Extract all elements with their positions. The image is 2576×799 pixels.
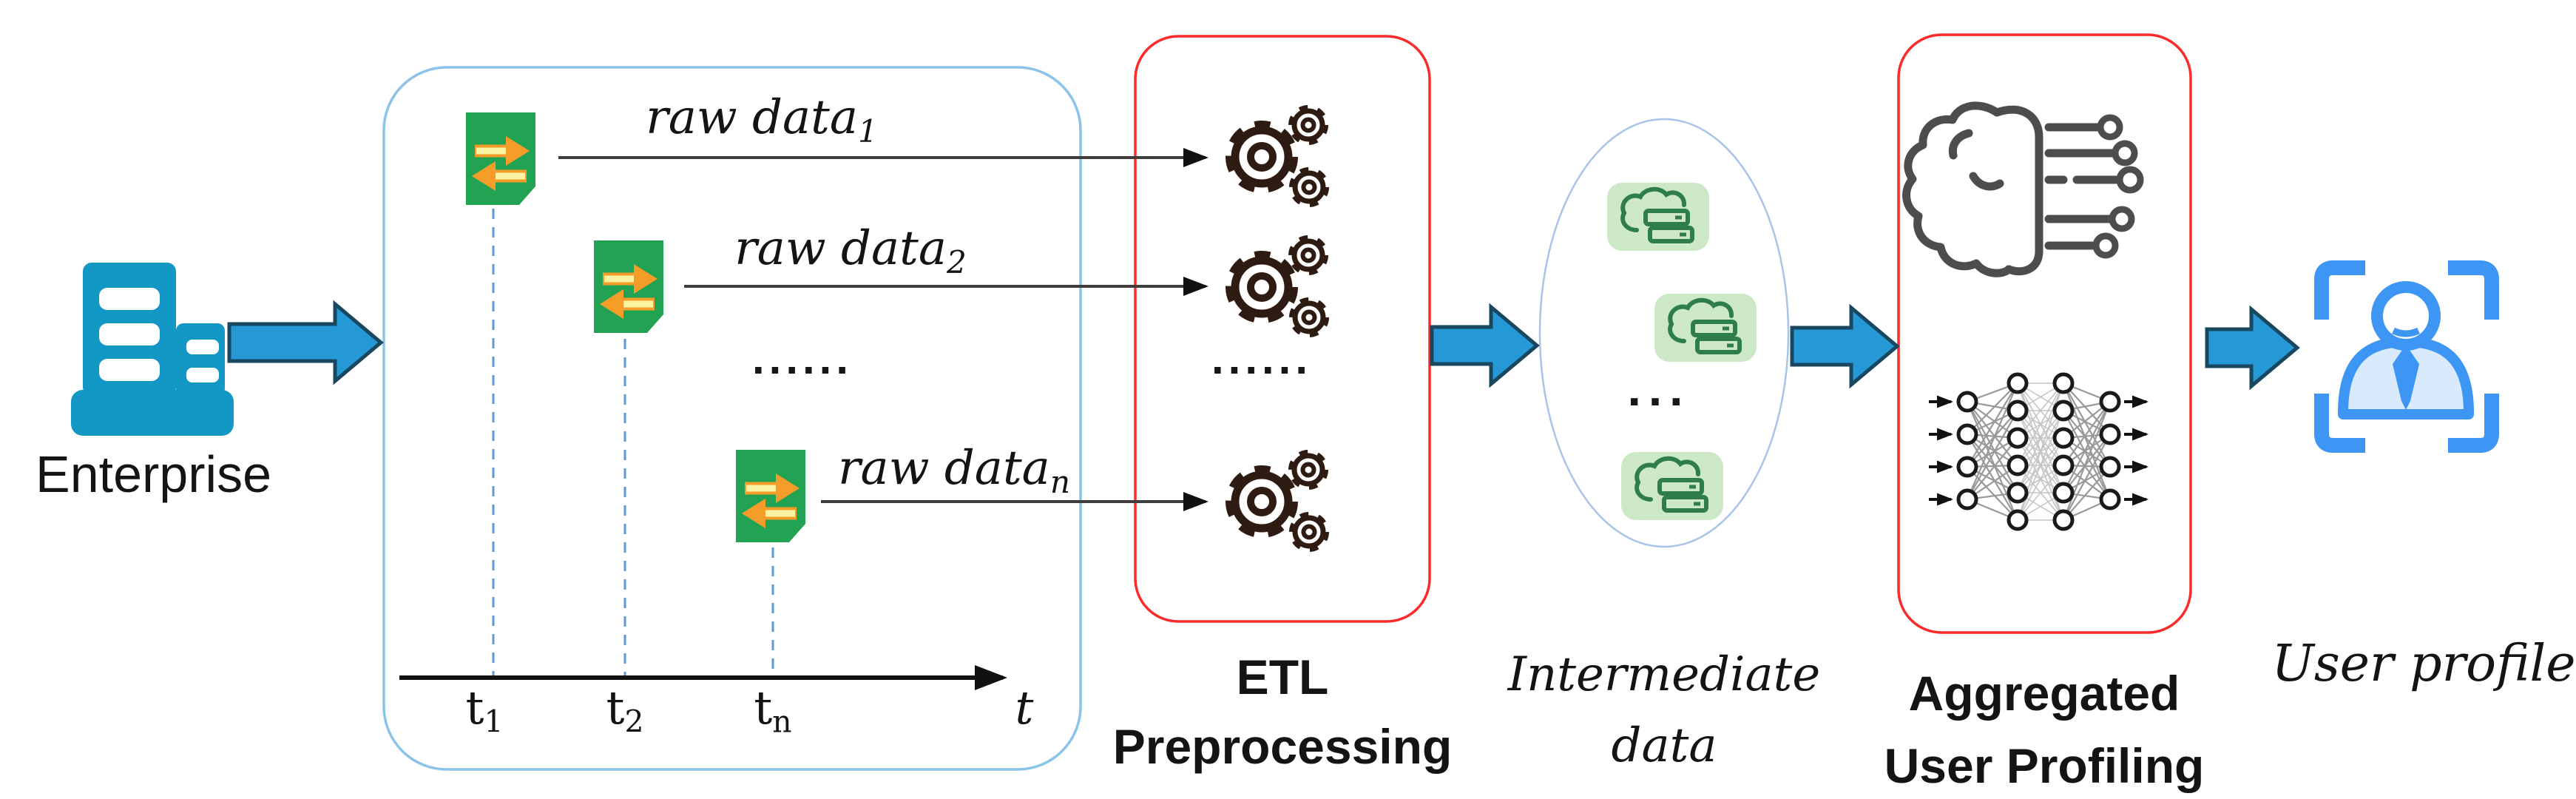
block-arrow-icon-4 — [2205, 305, 2300, 391]
intermediate-ellipsis: ... — [1627, 361, 1691, 416]
timeline-dashed-lines — [492, 209, 774, 678]
tick-t1: t1 — [433, 681, 536, 739]
block-arrow-icon-1 — [227, 300, 384, 385]
gears-icon-2 — [1231, 238, 1326, 334]
raw-data-1-sub: 1 — [858, 112, 878, 149]
neural-network-icon — [1929, 372, 2149, 531]
gears-icon-3 — [1231, 453, 1326, 549]
raw-data-2-label: raw data2 — [703, 221, 998, 280]
raw-data-n-sub: n — [1049, 463, 1071, 500]
timeline-ellipsis: ...... — [751, 334, 853, 383]
etl-box — [1134, 35, 1431, 623]
tick-t2: t2 — [573, 681, 677, 739]
raw-data-1-label: raw data1 — [614, 90, 910, 149]
brain-circuit-icon — [1902, 101, 2144, 277]
raw-data-1-text: raw data — [646, 90, 858, 145]
person-scan-icon — [2314, 260, 2499, 453]
intermediate-label-line1: Intermediate — [1507, 647, 1821, 702]
aggregated-box — [1897, 33, 2192, 634]
tick-t1-text: t — [465, 681, 484, 735]
user-profile-label: User profile — [2271, 635, 2576, 693]
tick-tn-sub: n — [772, 704, 792, 740]
building-icon — [71, 263, 234, 436]
raw-data-n-label: raw datan — [806, 441, 1102, 500]
file-transfer-icon-2 — [594, 240, 663, 333]
raw-data-flow-lines — [558, 148, 1208, 511]
cloud-database-icon-3 — [1621, 452, 1723, 520]
flow-arrows — [227, 300, 2300, 391]
source-timeline-box — [382, 66, 1082, 771]
enterprise-label: Enterprise — [36, 445, 272, 503]
file-transfer-icon-1 — [466, 112, 535, 205]
file-transfer-icon-3 — [736, 450, 805, 542]
raw-data-2-text: raw data — [734, 221, 947, 276]
aggregated-label: Aggregated User Profiling — [1859, 657, 2229, 799]
raw-data-n-text: raw data — [837, 441, 1050, 496]
intermediate-ellipse — [1538, 118, 1790, 548]
etl-label: ETL Preprocessing — [1098, 642, 1467, 781]
tick-t2-sub: 2 — [624, 704, 644, 740]
block-arrow-icon-3 — [1790, 303, 1900, 389]
etl-ellipsis: ...... — [1211, 334, 1313, 383]
etl-label-line1: ETL — [1236, 650, 1329, 704]
etl-label-line2: Preprocessing — [1112, 719, 1453, 774]
aggregated-label-line1: Aggregated — [1908, 666, 2180, 721]
intermediate-label: Intermediate data — [1479, 639, 1849, 781]
cloud-database-icon-1 — [1607, 183, 1709, 251]
tick-t-text: t — [1015, 681, 1034, 735]
tick-t1-sub: 1 — [484, 704, 504, 740]
tick-t2-text: t — [606, 681, 625, 735]
cloud-database-icon-2 — [1654, 294, 1757, 362]
gears-icon-1 — [1231, 108, 1326, 204]
raw-data-2-sub: 2 — [947, 243, 967, 280]
tick-tn-text: t — [754, 681, 773, 735]
aggregated-label-line2: User Profiling — [1884, 738, 2205, 793]
tick-t: t — [973, 681, 1076, 739]
tick-tn: tn — [721, 681, 825, 739]
block-arrow-icon-2 — [1430, 303, 1540, 388]
intermediate-label-line2: data — [1611, 718, 1717, 773]
